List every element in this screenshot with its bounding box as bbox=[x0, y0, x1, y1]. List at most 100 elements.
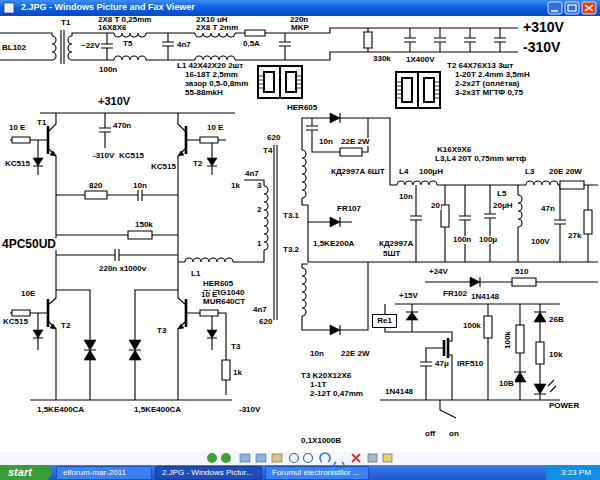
part-label: T5 bbox=[122, 40, 133, 48]
part-label: K16X9X6 bbox=[436, 146, 472, 154]
part-label: KC515 bbox=[150, 163, 177, 171]
part-label: KC515 bbox=[4, 160, 31, 168]
part-label: FR102 bbox=[442, 290, 468, 298]
part-label: L3,L4 20T 0,75mm мгтф bbox=[434, 155, 527, 163]
node-text: start bbox=[8, 467, 32, 478]
part-label: 1,5KE200A bbox=[312, 240, 355, 248]
part-label: 3-2x3T МГТФ 0,75 bbox=[454, 89, 524, 97]
part-label: L1 42X42X20 2шт bbox=[176, 62, 244, 70]
rotate-icon bbox=[320, 453, 330, 462]
start-button: start bbox=[0, 465, 52, 480]
part-label: T3 bbox=[156, 327, 167, 335]
part-label: КД2997А bbox=[378, 240, 414, 248]
part-label: +24V bbox=[428, 268, 449, 276]
part-label: 20E 20W bbox=[548, 168, 583, 176]
minimize-glyph bbox=[551, 10, 558, 12]
part-label: POWER bbox=[548, 402, 580, 410]
part-label: 470n bbox=[112, 122, 132, 130]
part-label: 16X8X6 bbox=[97, 24, 127, 32]
part-label: 1 bbox=[256, 240, 262, 248]
part-label: T4 bbox=[262, 147, 273, 155]
part-label: 620 bbox=[258, 318, 273, 326]
save-icon bbox=[383, 454, 392, 462]
part-label: 10E bbox=[20, 290, 36, 298]
part-label: зазор 0,5-0,8mm bbox=[184, 80, 249, 88]
part-label: T3 bbox=[230, 343, 241, 351]
part-label: 1X400V bbox=[405, 56, 435, 64]
title-bar bbox=[0, 0, 600, 16]
part-label: 620 bbox=[266, 134, 281, 142]
next-icon bbox=[221, 453, 231, 463]
part-label: 55-88mkH bbox=[184, 89, 224, 97]
part-label: 2X8 T 2mm bbox=[195, 24, 239, 32]
part-label: T3 K20X12X6 bbox=[300, 372, 352, 380]
maximize-button bbox=[565, 2, 579, 14]
part-label: 100μH bbox=[418, 168, 444, 176]
part-label: 20μH bbox=[492, 202, 514, 210]
part-label: T3.2 bbox=[282, 246, 300, 254]
part-label: 2 bbox=[256, 206, 262, 214]
resistor-symbols bbox=[12, 30, 592, 380]
part-label: KC515 bbox=[118, 152, 145, 160]
part-label: 2X8 T 0,25mm bbox=[97, 16, 152, 24]
part-label: 100k bbox=[504, 330, 512, 350]
part-label: -310V bbox=[238, 406, 261, 414]
part-label: 220n x1000v bbox=[98, 265, 147, 273]
part-label: T3.1 bbox=[282, 212, 300, 220]
part-label: ~22V bbox=[80, 42, 101, 50]
part-label: KC515 bbox=[2, 318, 29, 326]
system-tray bbox=[546, 465, 600, 480]
part-label: 10k bbox=[548, 351, 563, 359]
taskbar-button: elforum-mar-2011 bbox=[56, 466, 152, 480]
node-text: 2.JPG - Windows Pictur... bbox=[162, 469, 253, 477]
part-label: MUR640CT bbox=[202, 298, 246, 306]
part-label: HER605 bbox=[202, 280, 234, 288]
part-label: 100k bbox=[462, 322, 482, 330]
part-label: 100μ bbox=[478, 236, 498, 244]
print-icon bbox=[368, 454, 377, 462]
relay-box: Re1 bbox=[372, 314, 397, 328]
part-label: +310V bbox=[97, 96, 131, 107]
part-label: 1-1T bbox=[309, 381, 327, 389]
part-label: 1,5KE400CA bbox=[133, 406, 182, 414]
part-label: off bbox=[424, 430, 436, 438]
slideshow-icon bbox=[272, 454, 282, 462]
part-label: 330k bbox=[372, 55, 392, 63]
part-label: 22E 2W bbox=[340, 350, 370, 358]
zoom-out-icon bbox=[304, 454, 313, 463]
part-label: 1N4148 bbox=[384, 388, 414, 396]
window-title: 2.JPG - Windows Picture and Fax Viewer bbox=[20, 3, 196, 12]
previous-icon bbox=[207, 453, 217, 463]
part-label: 10n bbox=[309, 350, 325, 358]
part-label: КД2997А 6ШТ bbox=[330, 168, 386, 176]
part-label: 820 bbox=[88, 182, 103, 190]
part-label: 150k bbox=[134, 221, 154, 229]
part-label: FR107 bbox=[336, 205, 362, 213]
node-text: Re1 bbox=[377, 317, 392, 325]
ferrite-cores bbox=[258, 66, 440, 108]
part-label: 1k bbox=[232, 369, 243, 377]
part-label: 10n bbox=[398, 193, 414, 201]
part-label: L1 bbox=[190, 270, 201, 278]
part-label: 16-18T 2,5mm bbox=[184, 71, 239, 79]
part-label: T1 bbox=[36, 119, 47, 127]
part-label: 1-20T 2.4mm 3,5mH bbox=[454, 71, 531, 79]
fit-icon bbox=[240, 454, 250, 462]
zoom-in-icon bbox=[290, 454, 299, 463]
inductor-coils bbox=[52, 33, 558, 316]
part-label: L3 bbox=[524, 168, 535, 176]
part-label: T1 bbox=[60, 19, 71, 27]
part-label: 4n7 bbox=[252, 306, 268, 314]
close-button bbox=[582, 2, 596, 14]
taskbar bbox=[0, 465, 600, 480]
node-text: Forumul electronistilor ... bbox=[272, 469, 360, 477]
circuit-wires bbox=[0, 28, 598, 418]
maximize-glyph bbox=[568, 5, 576, 11]
part-label: 27k bbox=[567, 232, 582, 240]
app-icon bbox=[4, 3, 14, 13]
node-text: elforum-mar-2011 bbox=[63, 469, 126, 477]
part-label: L4 bbox=[398, 168, 409, 176]
part-label: 4n7 bbox=[176, 41, 192, 49]
diode-symbols bbox=[33, 113, 546, 394]
part-label: BL102 bbox=[1, 44, 27, 52]
